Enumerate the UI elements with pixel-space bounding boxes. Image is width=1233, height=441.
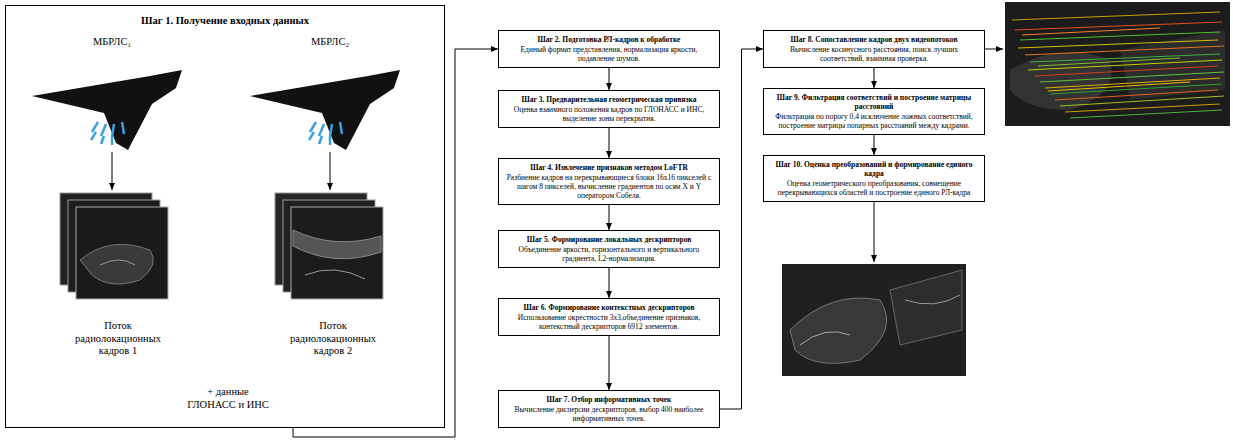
process-box: Шаг 7. Отбор информативных точекВычислен… bbox=[498, 390, 720, 428]
step-title: Шаг 7. Отбор информативных точек bbox=[504, 395, 714, 404]
drone-icon bbox=[250, 70, 400, 190]
input-panel: Шаг 1. Получение входных данных bbox=[5, 5, 445, 428]
step-title: Шаг 3. Предварительная геометрическая пр… bbox=[504, 95, 714, 104]
step-description: Вычисление косинусного расстояния, поиск… bbox=[769, 45, 979, 63]
process-box: Шаг 3. Предварительная геометрическая пр… bbox=[498, 90, 720, 128]
process-box: Шаг 9. Фильтрация соответствий и построе… bbox=[763, 88, 985, 135]
flow-arrow bbox=[720, 49, 763, 409]
process-box: Шаг 2. Подготовка РЛ-кадров к обработкеЕ… bbox=[498, 30, 720, 68]
radar-frames bbox=[275, 193, 383, 299]
step-title: Шаг 1. Получение входных данных bbox=[12, 15, 438, 28]
step-title: Шаг 2. Подготовка РЛ-кадров к обработке bbox=[504, 35, 714, 44]
process-box: Шаг 10. Оценка преобразований и формиров… bbox=[763, 155, 985, 202]
picture-arrow bbox=[985, 49, 1003, 50]
step-title: Шаг 10. Оценка преобразований и формиров… bbox=[769, 160, 979, 178]
matching-image bbox=[1005, 2, 1230, 126]
process-box: Шаг 6. Формирование контекстных дескрипт… bbox=[498, 298, 720, 336]
flow-arrow bbox=[609, 68, 610, 90]
process-box: Шаг 5. Формирование локальных дескриптор… bbox=[498, 230, 720, 268]
stream-label: Поток радиолокационных кадров 2 bbox=[285, 320, 381, 358]
drone-icon bbox=[32, 70, 182, 190]
step-title: Шаг 9. Фильтрация соответствий и построе… bbox=[769, 93, 979, 111]
step-description: Единый формат представления, нормализаци… bbox=[504, 45, 714, 63]
stream-label: Поток радиолокационных кадров 1 bbox=[70, 320, 166, 358]
step-description: Оценка взаимного положения кадров по ГЛО… bbox=[504, 105, 714, 123]
flow-arrow bbox=[609, 128, 610, 158]
drone-name: МБРЛС₂ bbox=[285, 36, 375, 49]
step-description: Вычисление дисперсии дескрипторов, выбор… bbox=[504, 405, 714, 423]
flow-arrow bbox=[874, 135, 875, 155]
step-description: Разбиение кадров на перекрывающиеся блок… bbox=[504, 173, 714, 200]
radar-frames bbox=[60, 193, 168, 299]
process-box: Шаг 4. Извлечение признаков методом LoFT… bbox=[498, 158, 720, 205]
step-title: Шаг 4. Извлечение признаков методом LoFT… bbox=[504, 163, 714, 172]
input-note: + данные ГЛОНАСС и ИНС bbox=[187, 386, 269, 411]
picture-arrow bbox=[874, 202, 875, 262]
step-title: Шаг 8. Сопоставление кадров двух видеопо… bbox=[769, 35, 979, 44]
step-description: Объединение яркости, горизонтального и в… bbox=[504, 245, 714, 263]
flow-arrow bbox=[609, 205, 610, 230]
result-image bbox=[782, 264, 966, 376]
flow-arrow bbox=[293, 49, 498, 437]
step-title: Шаг 6. Формирование контекстных дескрипт… bbox=[504, 303, 714, 312]
step-description: Использование окрестности 3x3,объединени… bbox=[504, 313, 714, 331]
flow-arrow bbox=[609, 268, 610, 298]
flow-arrow bbox=[609, 336, 610, 390]
flow-arrow bbox=[874, 68, 875, 88]
step-description: Оценка геометрического преобразования, с… bbox=[769, 179, 979, 197]
step-title: Шаг 5. Формирование локальных дескриптор… bbox=[504, 235, 714, 244]
step-description: Фильтрация по порогу 0,4 исключение ложн… bbox=[769, 112, 979, 130]
drone-name: МБРЛС₁ bbox=[67, 36, 157, 49]
process-box: Шаг 8. Сопоставление кадров двух видеопо… bbox=[763, 30, 985, 68]
